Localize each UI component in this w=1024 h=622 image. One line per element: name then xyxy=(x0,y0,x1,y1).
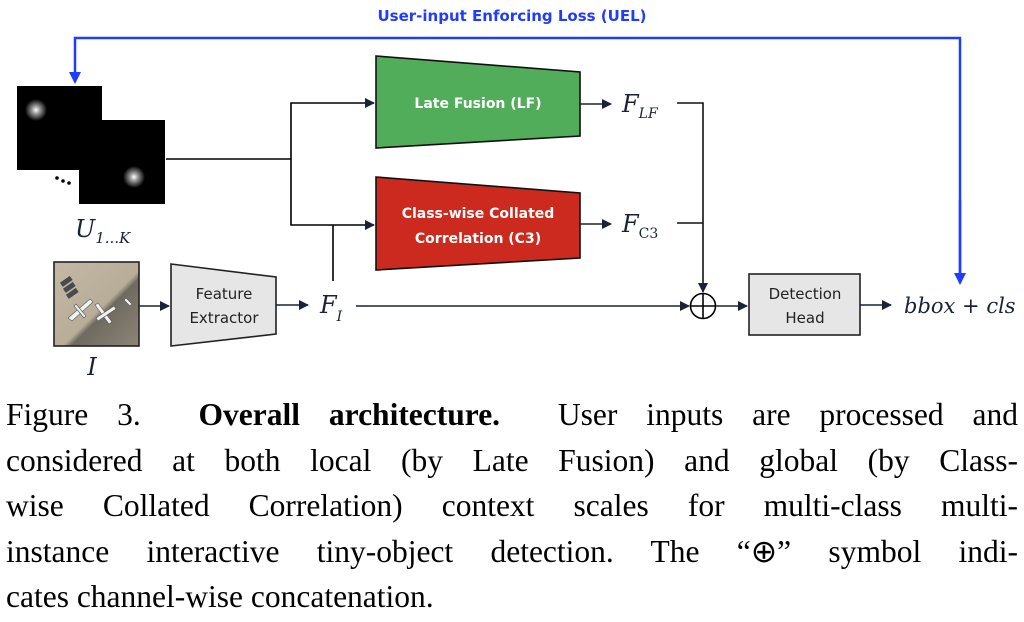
feature-extractor-label-line1: Feature xyxy=(196,285,253,303)
input-image xyxy=(53,261,140,347)
caption-title: Overall architecture. xyxy=(198,397,501,432)
loss-feedback-arrow xyxy=(69,36,962,282)
user-inputs-label: U1...K xyxy=(75,215,131,247)
caption-text: User inputs are processed and xyxy=(557,397,1019,432)
f-lf-connector xyxy=(677,102,708,293)
c3-label-line1: Class-wise Collated xyxy=(402,206,555,222)
feature-extractor-block xyxy=(170,263,277,347)
c3-block xyxy=(375,176,581,271)
ellipsis-dot xyxy=(61,179,65,183)
c3-label-line2: Correlation (C3) xyxy=(415,231,541,247)
detection-head-label-line1: Detection xyxy=(769,285,842,303)
caption-line: wise Collated Correlation) context scale… xyxy=(6,488,1018,523)
loss-label: User-input Enforcing Loss (UEL) xyxy=(378,7,647,25)
feature-extractor-label-line2: Extractor xyxy=(189,309,259,327)
detection-head-label-line2: Head xyxy=(785,309,824,327)
f-i-label: FI xyxy=(319,291,343,325)
caption-line: Figure 3. Overall architecture. User inp… xyxy=(6,392,1018,438)
image-label: I xyxy=(86,353,97,380)
caption-line: instance interactive tiny-object detecti… xyxy=(6,533,1018,569)
caption-line: cates channel-wise concatenation. xyxy=(6,579,434,614)
ellipsis-dot xyxy=(55,176,59,180)
detection-head-block xyxy=(748,273,861,336)
to-late-fusion-arrow xyxy=(290,98,375,159)
f-c3-label: FC3 xyxy=(621,210,658,242)
late-fusion-label: Late Fusion (LF) xyxy=(414,96,541,112)
ellipsis-dot xyxy=(67,181,71,185)
output-label: bbox + cls xyxy=(904,294,1016,318)
user-click-glow-k xyxy=(123,166,145,188)
to-c3-arrow xyxy=(290,159,375,230)
figure-number: Figure 3. xyxy=(6,397,141,432)
caption-line: considered at both local (by Late Fusion… xyxy=(6,442,1018,478)
user-map-k xyxy=(79,120,165,204)
architecture-diagram: User-input Enforcing Loss (UEL) U1...K L… xyxy=(17,7,1016,380)
airplane-icon xyxy=(67,297,133,325)
figure-caption: Figure 3. Overall architecture. User inp… xyxy=(6,392,1018,620)
f-lf-label: FLF xyxy=(621,90,659,122)
user-input-maps xyxy=(17,86,165,204)
concat-icon xyxy=(689,292,717,320)
parked-vehicles xyxy=(59,275,79,299)
user-click-glow-1 xyxy=(25,99,47,121)
late-fusion-block xyxy=(375,55,581,149)
